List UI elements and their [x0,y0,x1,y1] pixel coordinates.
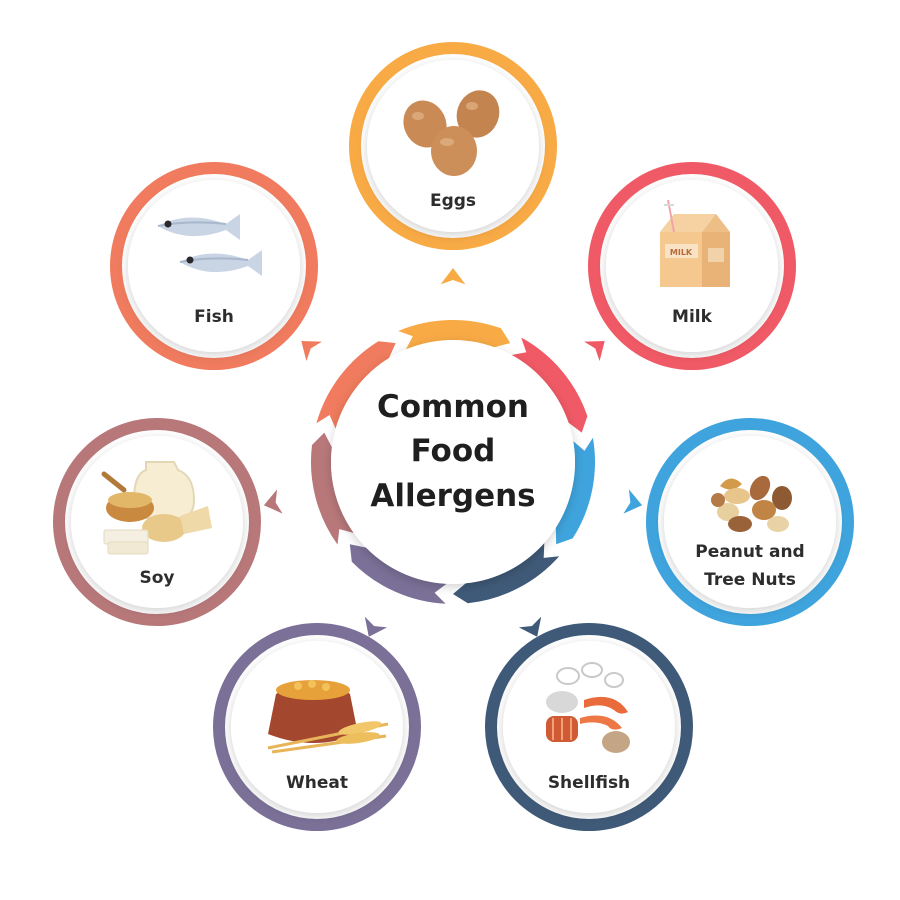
center-ring [310,319,595,604]
node-ring-fish [110,162,318,370]
node-label-eggs-1: Eggs [430,191,476,211]
node-ring-nuts [646,418,854,626]
svg-text:MILK: MILK [670,248,693,257]
pointer-arrow-shellfish [518,616,542,637]
ring-segment-milk [511,337,588,433]
ring-segment-soy [310,432,354,545]
wheat-sack-icon [267,680,389,754]
node-milk: MILK Milk [588,162,796,370]
pointer-arrows [263,268,643,637]
node-eggs: Eggs [349,42,557,250]
ring-segment-fish [316,341,396,429]
pointer-arrow-eggs [440,268,466,285]
node-label-fish-1: Fish [194,307,234,327]
shrimp-icon [546,662,630,753]
node-fish: Fish [110,162,318,370]
node-wheat: Wheat [213,623,421,831]
fish-icon [157,214,262,276]
node-ring-eggs [349,42,557,250]
node-label-milk-1: Milk [672,307,713,327]
ring-segment-shellfish [453,543,560,604]
node-ring-shellfish [485,623,693,831]
title-line-3: Allergens [370,478,535,514]
ring-segment-eggs [398,319,511,350]
node-label-shellfish-1: Shellfish [548,773,630,793]
node-soy: Soy [53,418,261,626]
node-disc-shellfish [503,641,675,813]
pointer-arrow-wheat [364,616,388,637]
pointer-arrow-milk [584,341,605,361]
nuts-icon [711,475,792,532]
soy-products-icon [101,461,212,555]
milk-carton-icon: MILK [660,199,730,287]
center-hub: Common Food Allergens [331,340,575,584]
title-line-1: Common [377,389,529,425]
pointer-arrow-nuts [623,489,643,514]
node-shellfish: Shellfish [485,623,693,831]
pointer-arrow-soy [263,489,283,514]
node-nuts: Peanut and Tree Nuts [646,418,854,626]
node-label-soy-1: Soy [139,568,174,588]
node-ring-milk [588,162,796,370]
center-circle [331,340,575,584]
node-label-wheat-1: Wheat [286,773,348,793]
title-line-2: Food [411,433,496,469]
eggs-icon [403,90,500,176]
node-ring-soy [53,418,261,626]
ring-segment-wheat [349,544,447,604]
pointer-arrow-fish [301,341,322,361]
node-ring-wheat [213,623,421,831]
node-label-nuts-1: Peanut and [695,542,804,562]
node-label-nuts-2: Tree Nuts [704,570,796,590]
ring-segment-nuts [555,437,595,545]
